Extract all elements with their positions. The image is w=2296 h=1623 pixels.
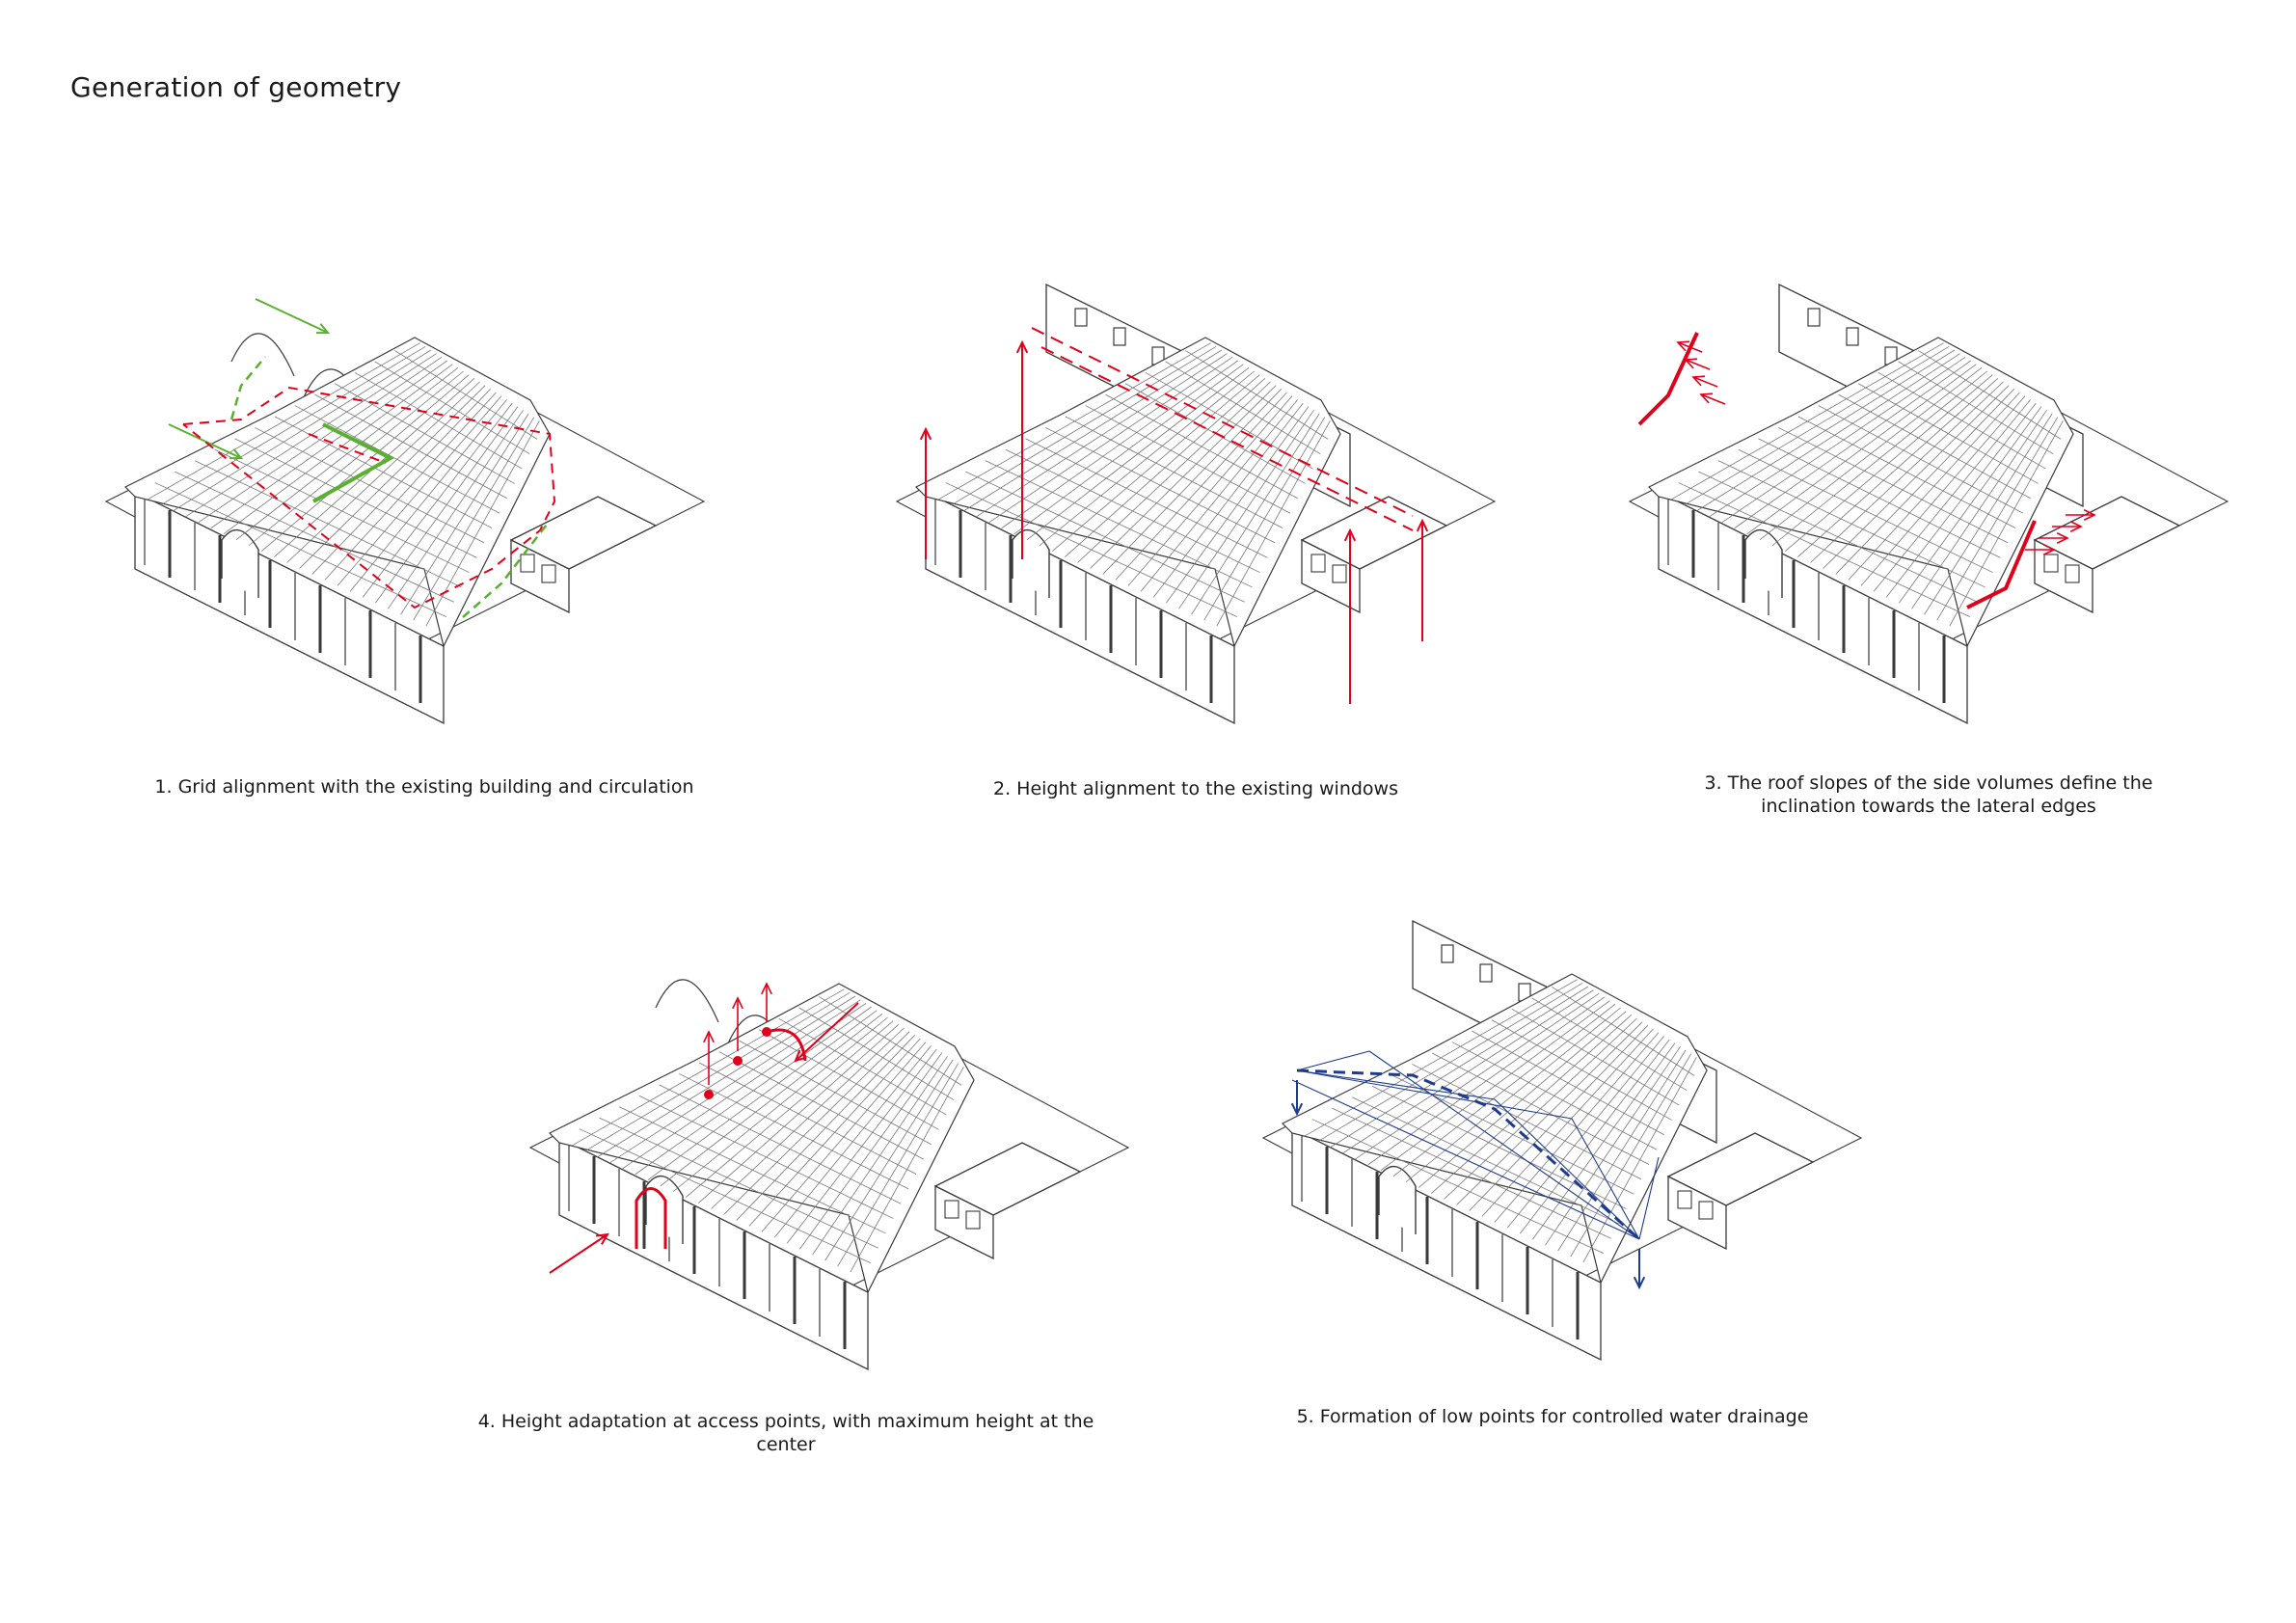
page-title: Generation of geometry (70, 71, 402, 103)
side-window (541, 564, 556, 583)
entrance-arch (1378, 1165, 1417, 1234)
height-point (704, 1090, 714, 1099)
side-window (944, 1200, 959, 1219)
drain-arrow (1633, 1249, 1646, 1290)
diagram-step-5 (1254, 916, 1863, 1362)
drainage-line (1296, 1050, 1370, 1071)
roof-grid (1647, 337, 2074, 648)
access-arch-red (635, 1187, 667, 1249)
side-volume-wall (1301, 538, 1361, 614)
caption-step-2: 2. Height alignment to the existing wind… (992, 778, 1398, 799)
diagram-step-1 (96, 280, 714, 743)
slope-arrow (1684, 358, 1711, 370)
drainage-line (1291, 1079, 1640, 1240)
drainage-line (1638, 1156, 1660, 1240)
window-height-line (1040, 346, 1414, 531)
slope-arrow (2066, 509, 2096, 521)
side-window (1698, 1201, 1714, 1220)
height-arrow (1416, 518, 1429, 641)
front-facade (1291, 1126, 1602, 1362)
slope-edge-left (1637, 332, 1699, 426)
slope-arrow (1699, 392, 1726, 405)
height-arrow (732, 996, 743, 1051)
drain-arrow (1290, 1080, 1304, 1117)
side-window (2065, 564, 2080, 583)
wall-window (1846, 327, 1859, 346)
drainage-line (1494, 1098, 1640, 1240)
side-volume-wall (2034, 538, 2093, 614)
access-arrow (549, 1232, 609, 1274)
side-volume-wall (510, 538, 570, 614)
slope-arrow (1676, 340, 1703, 353)
drainage-line (1571, 1118, 1640, 1240)
side-volume-wall (934, 1184, 994, 1260)
side-window (2043, 554, 2059, 573)
vault-arch (230, 333, 295, 377)
height-point (733, 1056, 743, 1066)
access-arch-red (766, 1028, 807, 1062)
drainage-line (1296, 1069, 1573, 1120)
entrance-arch (1744, 528, 1783, 598)
diagram-step-3 (1620, 280, 2229, 743)
slope-arrow (2039, 532, 2069, 544)
wall-window (1807, 308, 1821, 327)
grid-axis-green (462, 520, 551, 618)
side-window (965, 1210, 981, 1230)
drainage-line (1368, 1050, 1640, 1240)
grid-boundary-dashed (182, 386, 556, 609)
side-volume-wall (1667, 1175, 1727, 1251)
caption-step-1: 1. Grid alignment with the existing buil… (154, 776, 694, 798)
height-arrow (1343, 527, 1357, 704)
height-arrow (1015, 339, 1029, 559)
slope-edge-right (1966, 520, 2037, 609)
roof-grid (548, 983, 975, 1294)
grid-axis-green (230, 356, 266, 420)
grid-axis-green (312, 422, 395, 503)
access-arrow (794, 1002, 859, 1063)
grid-boundary-dashed (308, 433, 387, 464)
wall-window (1479, 963, 1493, 983)
wall-window (1441, 944, 1454, 963)
slope-arrow (2025, 544, 2056, 555)
building-axonometric-4 (528, 979, 1130, 1371)
slope-arrow (2052, 521, 2083, 532)
building-axonometric-2 (895, 283, 1497, 725)
front-facade (134, 490, 445, 725)
entrance-arch (221, 528, 259, 598)
drainage-line-main (1296, 1068, 1641, 1241)
building-axonometric-5 (1261, 919, 1863, 1362)
side-window (520, 554, 535, 573)
height-point (762, 1027, 771, 1037)
vault-arch (655, 979, 719, 1023)
front-facade (1658, 490, 1968, 725)
slope-arrow (1691, 375, 1718, 388)
building-axonometric-3 (1628, 283, 2229, 725)
drainage-line (1296, 1069, 1496, 1100)
caption-step-5: 5. Formation of low points for controlle… (1296, 1406, 1809, 1427)
window-height-line (1031, 327, 1414, 517)
diagram-step-2 (887, 280, 1497, 743)
side-window (1677, 1190, 1692, 1209)
caption-step-3: 3. The roof slopes of the side volumes d… (1704, 772, 2153, 817)
circulation-arrow (255, 298, 331, 335)
building-axonometric-1 (104, 298, 706, 725)
wall-window (1074, 308, 1088, 327)
side-window (1310, 554, 1326, 573)
height-arrow (703, 1030, 715, 1085)
diagram-step-4 (521, 926, 1130, 1371)
height-arrow (761, 982, 772, 1022)
side-window (1332, 564, 1347, 583)
roof-grid (1281, 973, 1708, 1285)
front-facade (558, 1136, 869, 1371)
circulation-arrow (168, 423, 244, 460)
wall-window (1113, 327, 1126, 346)
caption-step-4: 4. Height adaptation at access points, w… (477, 1411, 1094, 1455)
height-arrow (919, 426, 932, 559)
